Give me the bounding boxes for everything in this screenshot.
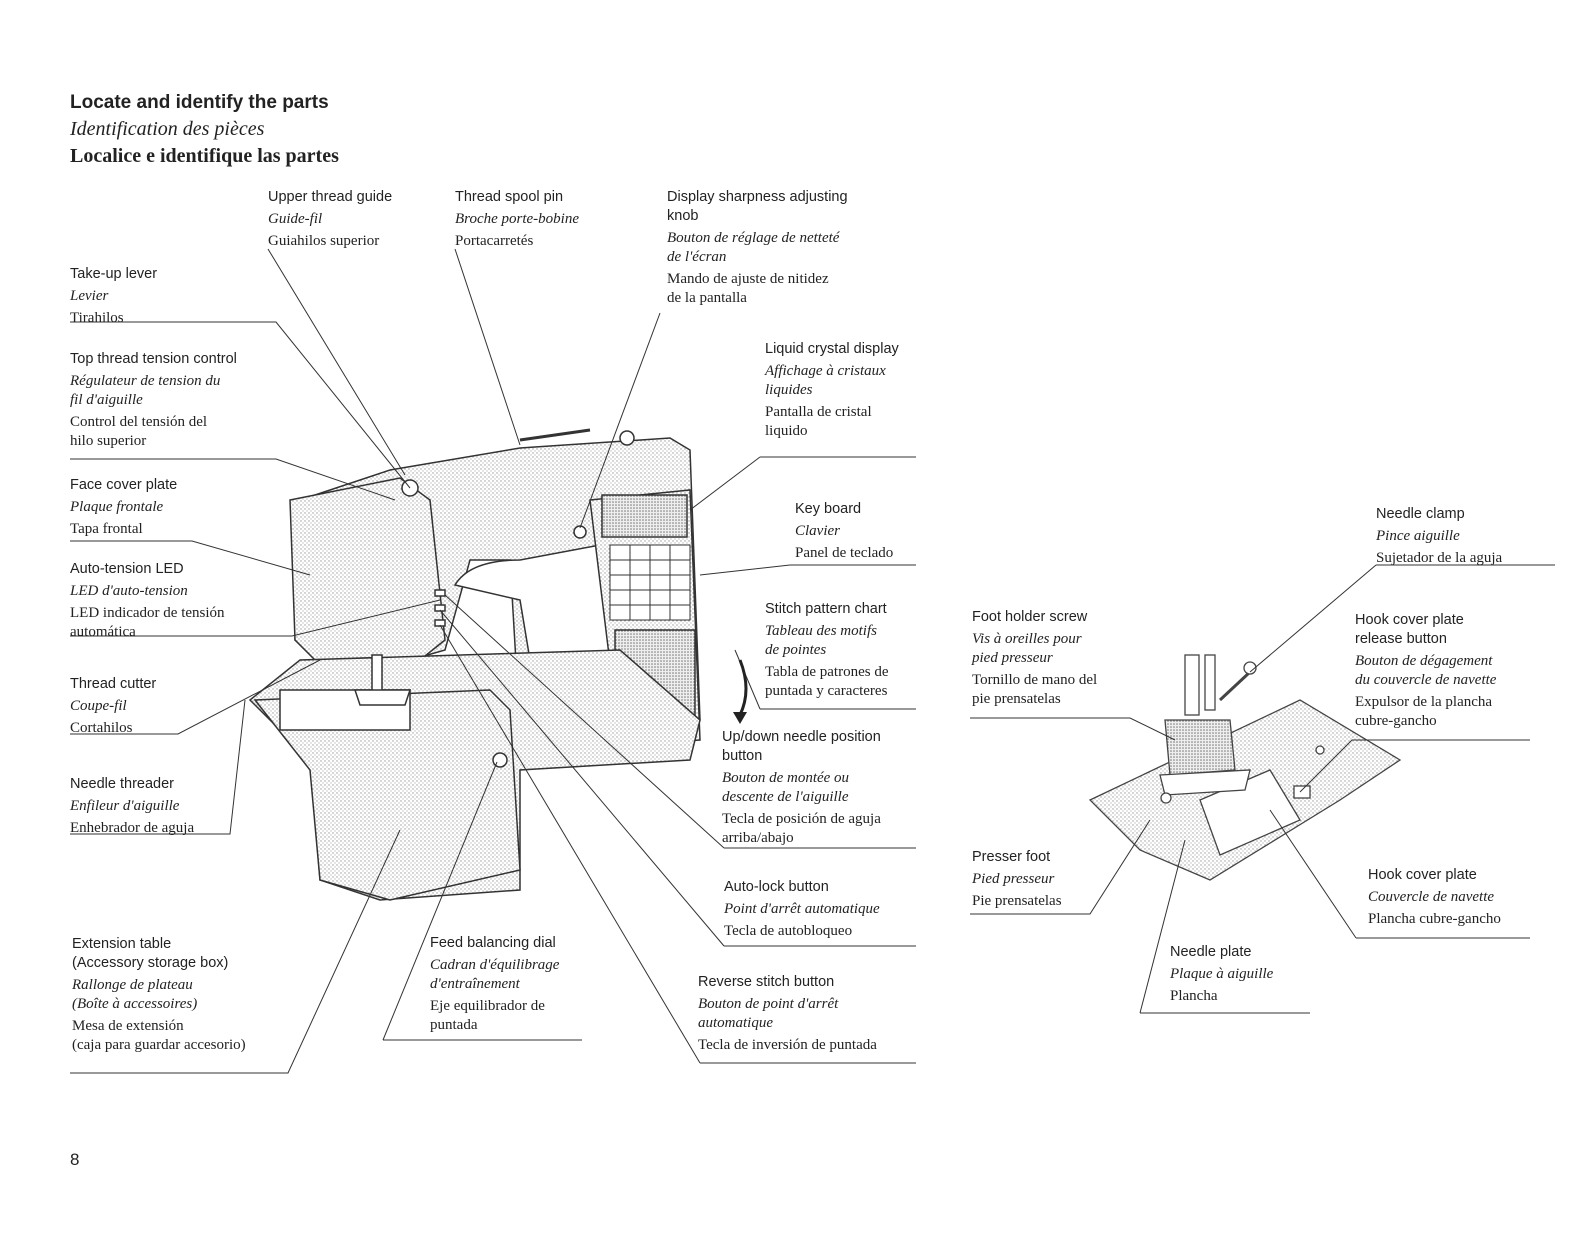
label-stitch-pattern-chart: Stitch pattern chart Tableau des motifs … [765, 601, 889, 699]
label-top-thread-tension: Top thread tension control Régulateur de… [70, 351, 237, 449]
label-updown-needle-button: Up/down needle position button Bouton de… [722, 729, 881, 846]
label-face-cover-plate: Face cover plate Plaque frontale Tapa fr… [70, 477, 178, 537]
title-french: Identification des pièces [70, 118, 265, 140]
label-extension-table: Extension table (Accessory storage box) … [72, 936, 246, 1053]
label-upper-thread-guide: Upper thread guide Guide-fil Guiahilos s… [268, 189, 393, 249]
sewing-machine-illustration [248, 428, 701, 901]
label-hook-cover-release-button: Hook cover plate release button Bouton d… [1355, 612, 1497, 729]
arrow-head-icon [733, 712, 747, 724]
page-number: 8 [70, 1150, 80, 1169]
label-reverse-stitch-button: Reverse stitch button Bouton de point d'… [698, 974, 877, 1053]
label-needle-threader: Needle threader Enfileur d'aiguille Enhe… [70, 776, 195, 836]
label-needle-clamp: Needle clamp Pince aiguille Sujetador de… [1376, 506, 1503, 566]
label-liquid-crystal-display: Liquid crystal display Affichage à crist… [765, 341, 899, 439]
title-spanish: Localice e identifique las partes [70, 145, 339, 167]
label-presser-foot: Presser foot Pied presseur Pie prensatel… [972, 849, 1062, 909]
label-take-up-lever: Take-up lever Levier Tirahilos [70, 266, 158, 326]
label-auto-lock-button: Auto-lock button Point d'arrêt automatiq… [724, 879, 880, 939]
label-thread-cutter: Thread cutter Coupe-fil Cortahilos [70, 676, 157, 736]
presser-foot-detail-illustration [1088, 654, 1402, 881]
label-foot-holder-screw: Foot holder screw Vis à oreilles pour pi… [972, 609, 1098, 707]
label-display-sharpness: Display sharpness adjusting knob Bouton … [667, 189, 848, 306]
label-feed-balancing-dial: Feed balancing dial Cadran d'équilibrage… [430, 935, 560, 1033]
arrow-icon [738, 659, 748, 716]
label-key-board: Key board Clavier Panel de teclado [795, 501, 894, 561]
label-auto-tension-led: Auto-tension LED LED d'auto-tension LED … [70, 561, 225, 640]
label-needle-plate: Needle plate Plaque à aiguille Plancha [1170, 944, 1274, 1004]
leader-lines [70, 248, 1555, 1074]
label-hook-cover-plate: Hook cover plate Couvercle de navette Pl… [1368, 867, 1501, 927]
title-english: Locate and identify the parts [70, 92, 329, 113]
label-thread-spool-pin: Thread spool pin Broche porte-bobine Por… [455, 189, 579, 249]
